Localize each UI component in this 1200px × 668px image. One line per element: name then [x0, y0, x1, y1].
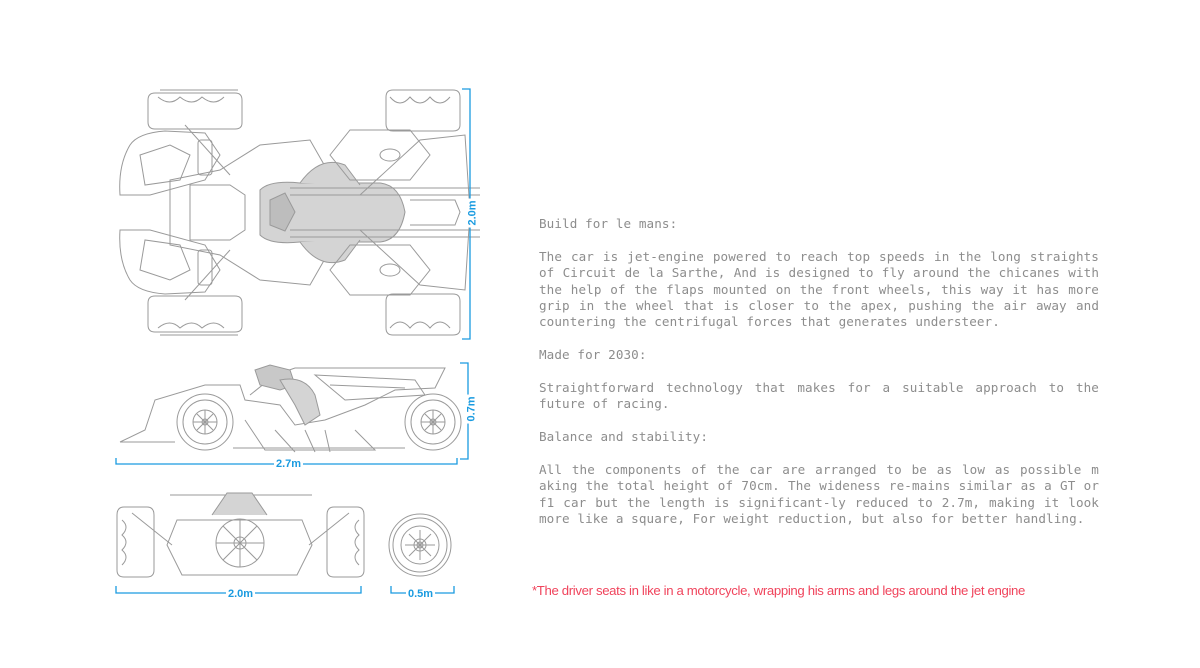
heading-made-for-2030: Made for 2030:: [539, 347, 647, 363]
top-view-width-label: 2.0m: [466, 198, 479, 228]
front-view-width-label: 2.0m: [226, 588, 256, 600]
car-top-view: [110, 85, 490, 340]
side-view-length-label: 2.7m: [274, 458, 304, 470]
heading-build-for-le-mans: Build for le mans:: [539, 216, 678, 231]
car-side-view: [115, 360, 465, 455]
paragraph-balance: All the components of the car are arrang…: [539, 462, 1099, 527]
driver-note: *The driver seats in like in a motorcycl…: [532, 583, 1025, 598]
side-view-height-label: 0.7m: [465, 394, 478, 424]
wheel-width-label: 0.5m: [406, 588, 436, 600]
wheel-side-view: [387, 512, 453, 578]
paragraph-le-mans: The car is jet-engine powered to reach t…: [539, 248, 1099, 330]
heading-balance-stability: Balance and stability:: [539, 429, 709, 445]
description-text: Build for le mans: The car is jet-engine…: [539, 216, 1099, 528]
paragraph-2030: Straightforward technology that makes fo…: [539, 380, 1099, 412]
car-front-view: [112, 485, 367, 580]
